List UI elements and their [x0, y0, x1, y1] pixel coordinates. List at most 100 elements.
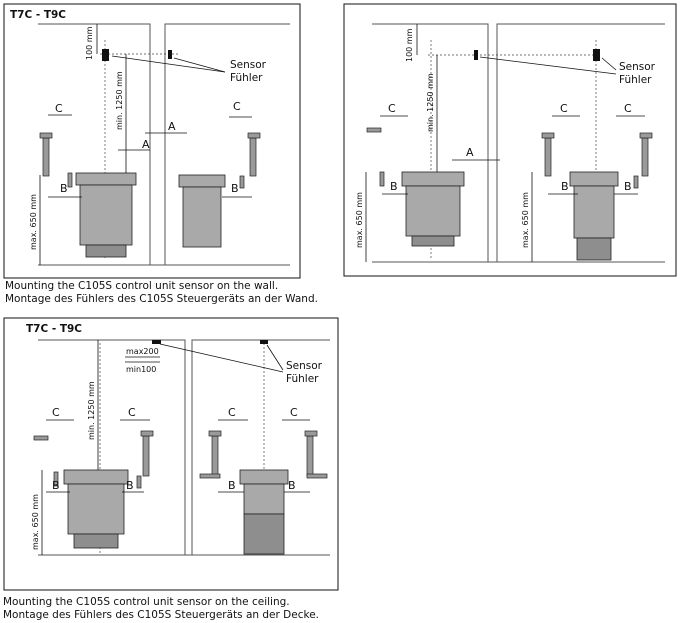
control-unit [304, 430, 318, 437]
relay-unit [53, 471, 59, 487]
heater-body [79, 184, 133, 246]
label-c: C [290, 406, 298, 419]
caption-ceiling-en: Mounting the C105S control unit sensor o… [3, 596, 290, 608]
caption-wall: Mounting the C105S control unit sensor o… [5, 280, 318, 305]
control-unit [208, 430, 222, 437]
heater-body [182, 186, 222, 248]
model-label: T7C - T9C [26, 323, 82, 335]
caption-ceiling: Mounting the C105S control unit sensor o… [3, 596, 319, 621]
control-unit [199, 473, 221, 479]
sensor-leader [173, 57, 226, 73]
sensor-leader [601, 57, 617, 71]
caption-ceiling-de: Montage des Fühlers des C105S Steuergerä… [3, 608, 319, 621]
sensor-icon [152, 340, 161, 344]
control-unit [366, 127, 382, 133]
sensor-leader [111, 55, 226, 73]
label-b: B [561, 180, 569, 193]
dim-100-label: 100 mm [405, 28, 414, 62]
heater-body [573, 185, 615, 239]
dim-650-label: max. 650 mm [355, 192, 364, 248]
label-c: C [128, 406, 136, 419]
control-unit [140, 430, 154, 437]
label-b: B [288, 479, 296, 492]
label-c: C [233, 100, 241, 113]
sensor-icon [474, 50, 478, 60]
sensor-label: Sensor [286, 360, 323, 372]
heater-base [243, 513, 285, 555]
dim-650-label: max. 650 mm [31, 494, 40, 550]
heater-body [405, 185, 461, 237]
model-label: T7C - T9C [10, 9, 66, 21]
label-c: C [228, 406, 236, 419]
control-unit [33, 435, 49, 441]
sensor-label: Fühler [230, 72, 263, 84]
control-unit [142, 435, 150, 477]
room-right-wall [496, 23, 665, 262]
relay-unit [379, 171, 385, 187]
sensor-icon [102, 49, 109, 61]
panel-wall-b-frame [343, 3, 677, 277]
label-b: B [60, 182, 68, 195]
label-c: C [624, 102, 632, 115]
relay-unit [633, 175, 639, 189]
heater-base [576, 237, 612, 261]
label-a: A [168, 120, 176, 133]
sensor-label: Sensor [619, 61, 656, 73]
heater-base [85, 244, 127, 258]
dim-100-label: 100 mm [85, 26, 94, 60]
room-right-wall [164, 23, 290, 265]
control-unit [639, 132, 653, 139]
control-unit [249, 137, 257, 177]
heater-top [75, 172, 137, 186]
relay-unit [239, 175, 245, 189]
sensor-leader [159, 343, 284, 373]
control-unit [544, 137, 552, 177]
label-a: A [142, 138, 150, 151]
dim-650-label: max. 650 mm [29, 194, 38, 250]
label-b: B [390, 180, 398, 193]
panel-ceiling-frame [3, 317, 339, 591]
room-left-wall [38, 339, 186, 555]
label-c: C [52, 406, 60, 419]
room-right-wall [191, 339, 330, 555]
label-c: C [388, 102, 396, 115]
heater-top [178, 174, 226, 188]
sensor-label: Sensor [230, 59, 267, 71]
control-unit [641, 137, 649, 177]
label-b: B [52, 479, 60, 492]
control-unit [39, 132, 53, 139]
sensor-icon [593, 49, 600, 61]
heater-base [73, 533, 119, 549]
sensor-label: Fühler [286, 373, 319, 385]
dim-1250-label: min. 1250 mm [426, 73, 435, 132]
heater-top [569, 171, 619, 187]
relay-unit [67, 172, 73, 188]
label-c: C [560, 102, 568, 115]
dim-1250-label: min. 1250 mm [87, 381, 96, 440]
sensor-icon [168, 50, 172, 59]
sensor-label: Fühler [619, 74, 652, 86]
label-a: A [466, 146, 474, 159]
heater-base [411, 235, 455, 247]
label-b: B [231, 182, 239, 195]
heater-body [67, 483, 125, 535]
caption-wall-en: Mounting the C105S control unit sensor o… [5, 280, 279, 292]
panel-ceiling: T7C - T9C Sensor Fühler max200 min100 mi… [3, 317, 339, 591]
label-b: B [228, 479, 236, 492]
dim-min100-label: min100 [126, 365, 156, 374]
control-unit [211, 435, 219, 477]
label-b: B [624, 180, 632, 193]
label-c: C [55, 102, 63, 115]
control-unit [306, 473, 328, 479]
control-unit [541, 132, 555, 139]
control-unit [42, 137, 50, 177]
control-unit [247, 132, 261, 139]
heater-top [401, 171, 465, 187]
heater-top [239, 469, 289, 485]
relay-unit [136, 475, 142, 489]
heater-body [243, 483, 285, 515]
room-left-wall [372, 23, 489, 262]
control-unit [306, 435, 314, 477]
label-b: B [126, 479, 134, 492]
